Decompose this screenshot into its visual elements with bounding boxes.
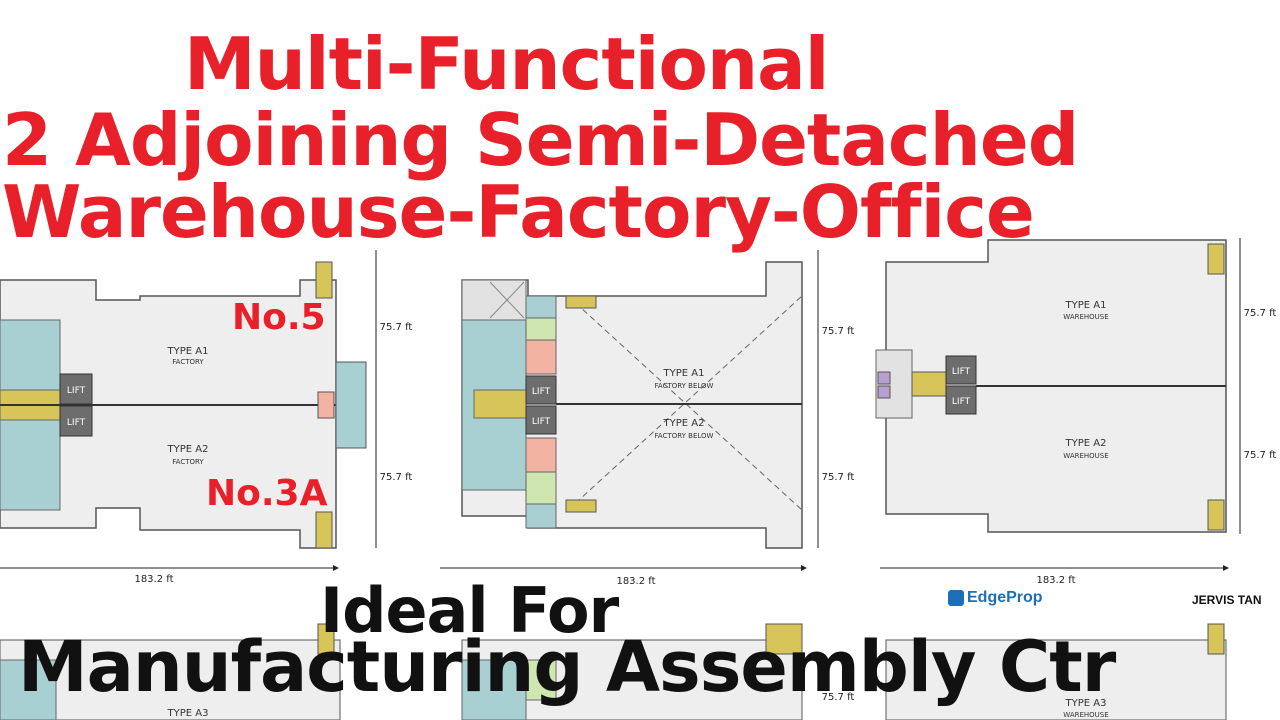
edgeprop-logo-icon — [948, 590, 964, 606]
unit-type-label: TYPE A1 — [663, 368, 705, 379]
dimension-label: 75.7 ft — [380, 322, 413, 333]
unit-type-label: TYPE A3 — [1065, 698, 1107, 709]
dimension-label: 183.2 ft — [134, 574, 173, 585]
lift-label: LIFT — [67, 418, 86, 428]
lift-label: LIFT — [532, 417, 551, 427]
unit-type-label: TYPE A2 — [1065, 438, 1107, 449]
floor-plan-1: LIFT LIFT TYPE A1 FACTORY TYPE A2 FACTOR… — [0, 250, 412, 585]
unit-use-label: FACTORY — [172, 358, 204, 366]
footer-line-2: Manufacturing Assembly Ctr — [18, 626, 1116, 708]
dimension-label: 75.7 ft — [1244, 450, 1277, 461]
unit-use-label: FACTORY — [172, 458, 204, 466]
lift-label: LIFT — [67, 386, 86, 396]
unit-use-label: WAREHOUSE — [1063, 313, 1108, 321]
headline-line-1: Multi-Functional — [184, 22, 829, 106]
dimension-label: 75.7 ft — [822, 692, 855, 703]
unit-label-no3a: No.3A — [206, 473, 328, 514]
agent-name: JERVIS TAN — [1192, 593, 1262, 607]
lift-label: LIFT — [532, 387, 551, 397]
lift-label: LIFT — [952, 397, 971, 407]
lift-label: LIFT — [952, 367, 971, 377]
headline-line-3: Warehouse-Factory-Office — [2, 170, 1035, 254]
floor-plan-2: LIFT LIFT TYPE A1 FACTORY BELOW TYPE A2 … — [440, 250, 854, 587]
dimension-label: 183.2 ft — [616, 576, 655, 587]
unit-type-label: TYPE A2 — [167, 444, 209, 455]
unit-type-label: TYPE A1 — [1065, 300, 1107, 311]
floor-plan-3: LIFT LIFT TYPE A1 WAREHOUSE TYPE A2 WARE… — [875, 238, 1277, 586]
dimension-label: 183.2 ft — [1036, 575, 1075, 586]
unit-use-label: FACTORY BELOW — [655, 382, 714, 390]
unit-type-label: TYPE A3 — [167, 708, 209, 719]
dimension-label: 75.7 ft — [380, 472, 413, 483]
lift-icon — [59, 373, 93, 405]
edgeprop-logo: EdgeProp — [948, 590, 1043, 606]
headline-line-2: 2 Adjoining Semi-Detached — [2, 98, 1079, 182]
edgeprop-logo-text: EdgeProp — [967, 589, 1043, 606]
dimension-label: 75.7 ft — [1244, 308, 1277, 319]
unit-use-label: FACTORY BELOW — [655, 432, 714, 440]
unit-type-label: TYPE A1 — [167, 346, 209, 357]
unit-use-label: WAREHOUSE — [1063, 711, 1108, 719]
dimension-label: 75.7 ft — [822, 472, 855, 483]
lower-floor-plans: TYPE A3 TYPE A3 WAREHOUSE 75.7 ft — [0, 623, 1227, 720]
unit-use-label: WAREHOUSE — [1063, 452, 1108, 460]
dimension-label: 75.7 ft — [822, 326, 855, 337]
footer-line-1: Ideal For — [320, 574, 619, 647]
unit-label-no5: No.5 — [232, 297, 326, 338]
unit-type-label: TYPE A2 — [663, 418, 705, 429]
